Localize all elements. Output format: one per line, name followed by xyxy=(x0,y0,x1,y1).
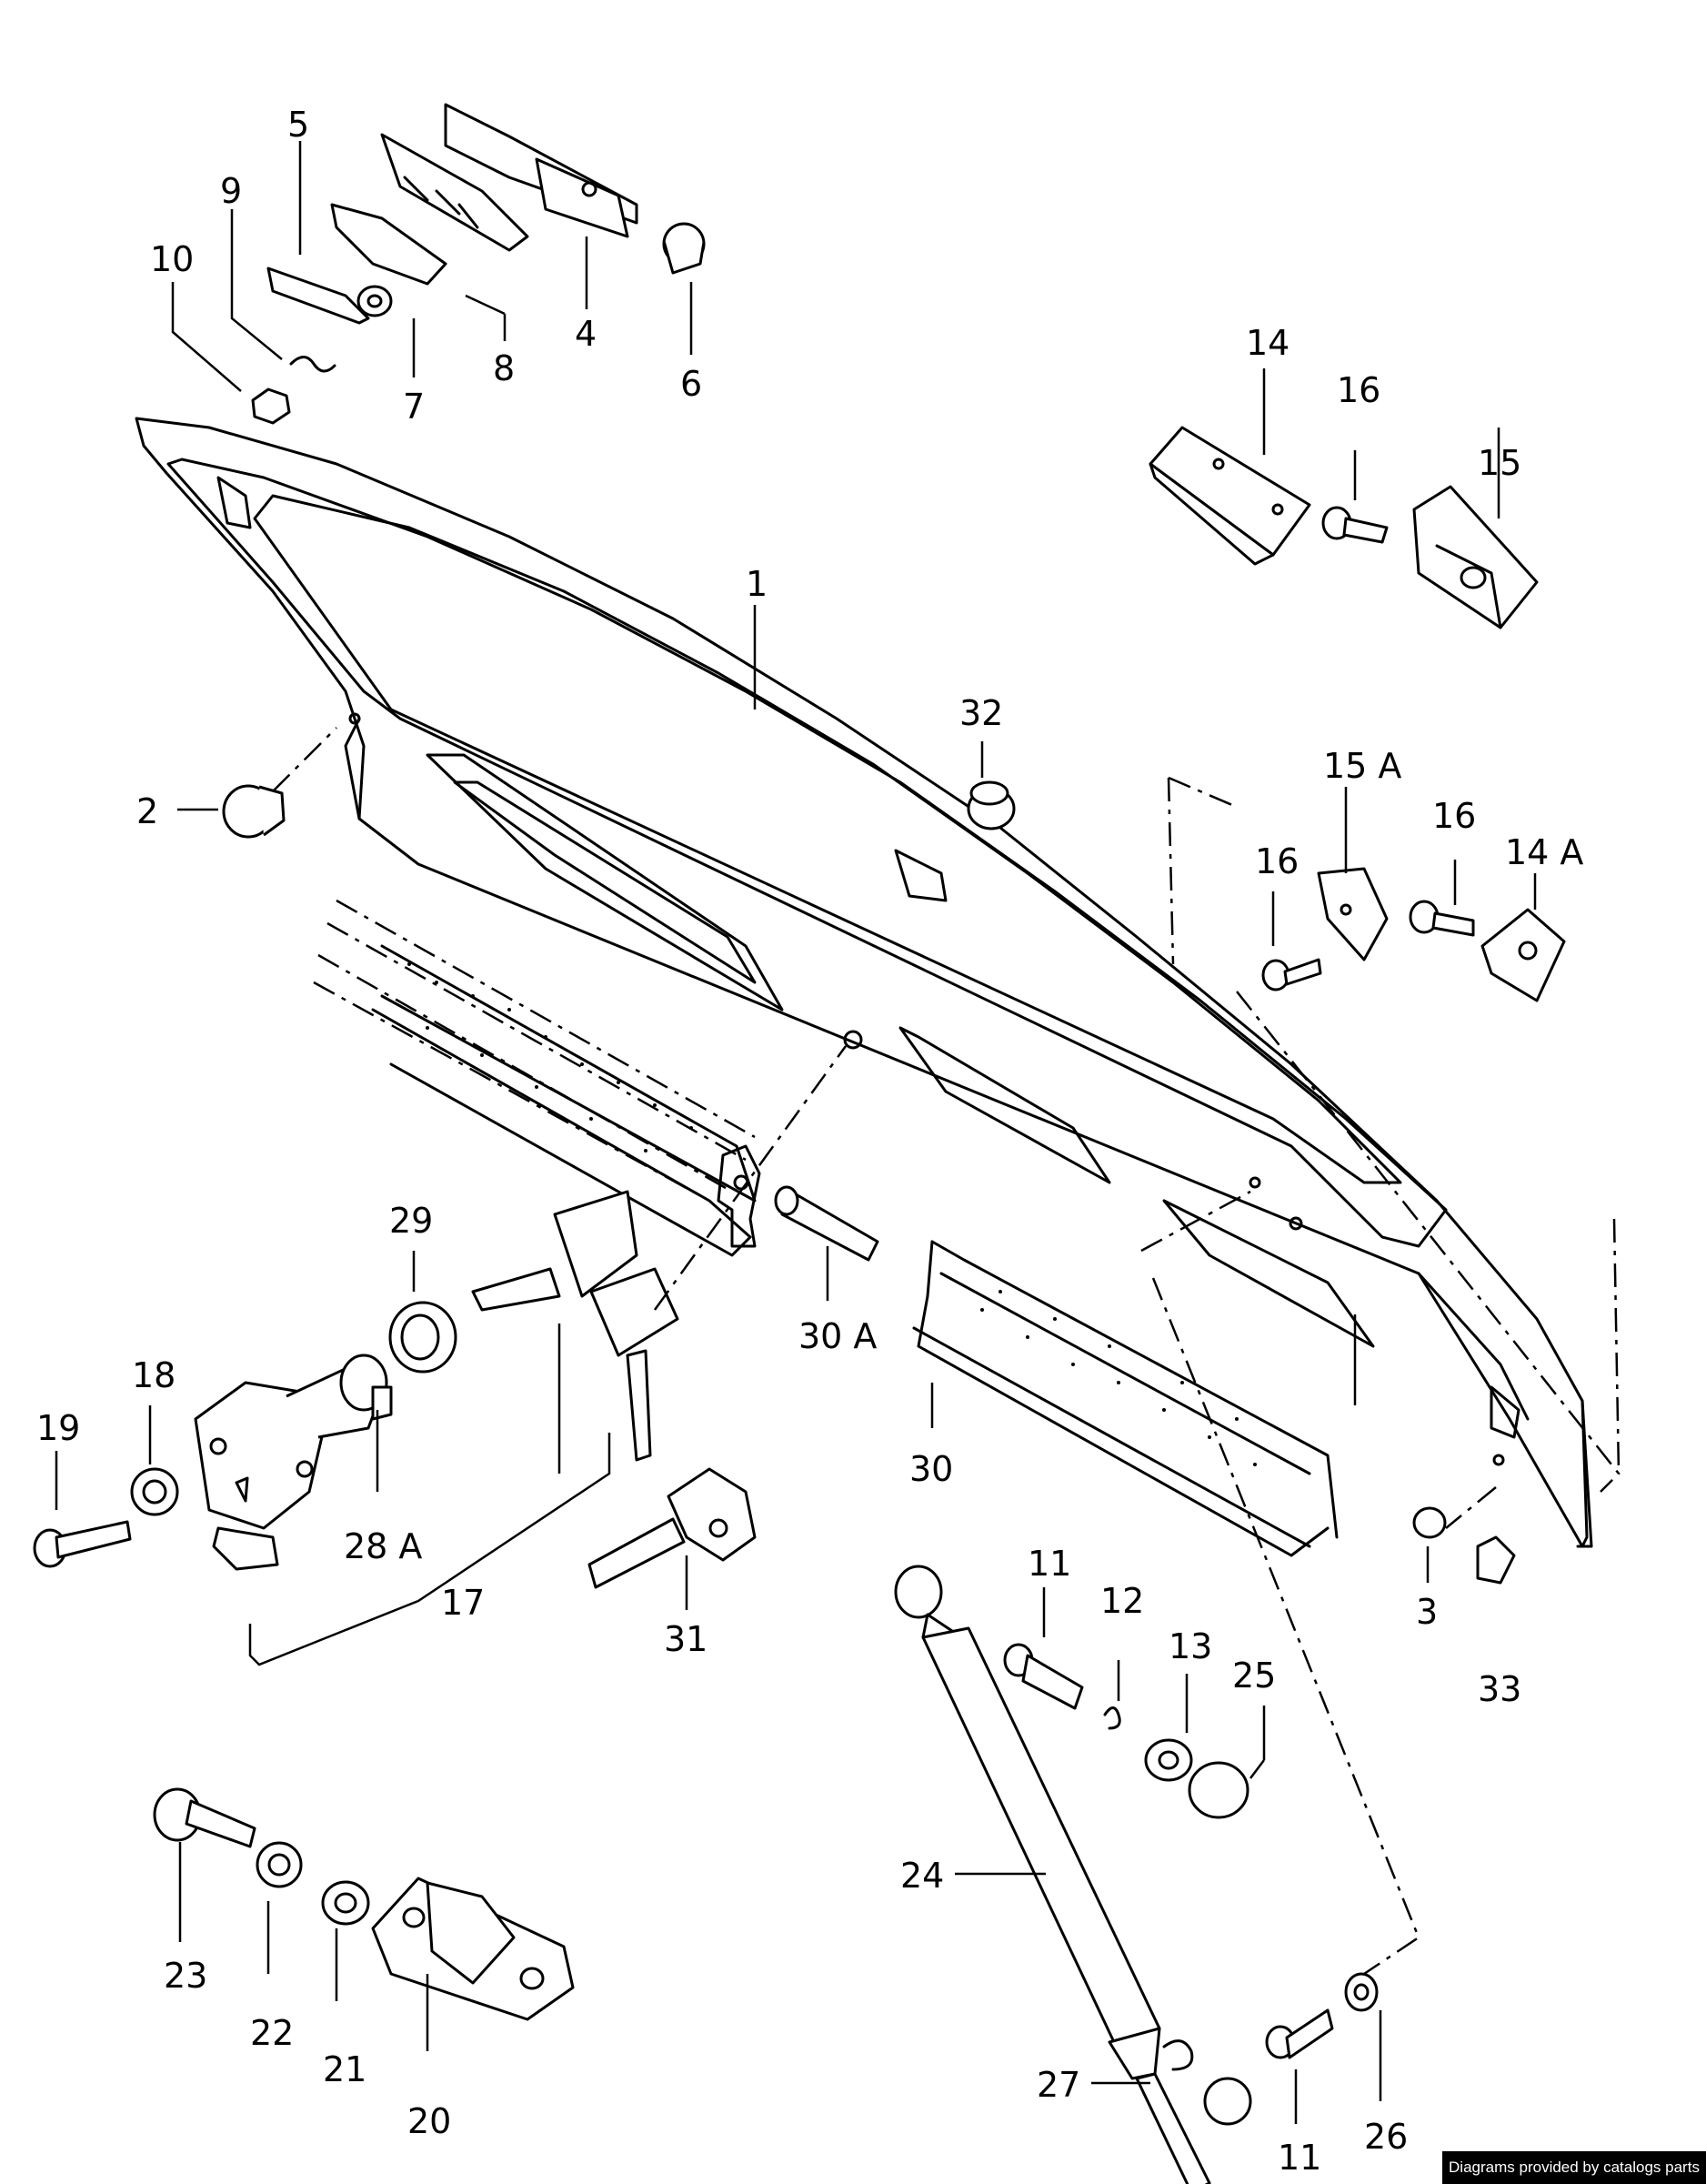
callout-2: 2 xyxy=(136,791,158,831)
callout-20: 20 xyxy=(407,2101,451,2141)
callout-5: 5 xyxy=(287,105,309,145)
callout-13: 13 xyxy=(1169,1626,1212,1666)
washer-7 xyxy=(356,285,393,317)
ball-stud-11-upper xyxy=(1003,1643,1084,1710)
callout-21: 21 xyxy=(323,2049,366,2089)
striker-20 xyxy=(371,1877,575,2021)
hinge-assembly xyxy=(380,103,638,252)
bolt-16-right xyxy=(1409,900,1475,937)
callout-labels: 1 2 3 4 5 6 7 8 9 10 11 11 12 13 14 14 A… xyxy=(36,105,1583,2178)
key-31 xyxy=(587,1467,757,1589)
plug-3 xyxy=(1412,1506,1447,1539)
bolt-19 xyxy=(33,1520,132,1568)
pin-30a xyxy=(774,1185,879,1262)
bolt-23 xyxy=(153,1787,256,1848)
callout-3: 3 xyxy=(1416,1592,1438,1632)
diagram-credit-badge: Diagrams provided by catalogs parts xyxy=(1442,2151,1706,2184)
callout-11-lower: 11 xyxy=(1278,2138,1321,2178)
callout-10: 10 xyxy=(150,239,194,279)
washer-13 xyxy=(1144,1738,1193,1782)
spring-washer-9 xyxy=(289,356,336,373)
clip-27 xyxy=(1162,2039,1194,2071)
callout-6: 6 xyxy=(680,364,702,404)
callout-16-right: 16 xyxy=(1432,796,1476,836)
bolt-16-top xyxy=(1321,506,1389,544)
callout-15a: 15 A xyxy=(1323,746,1401,786)
callout-14a: 14 A xyxy=(1505,832,1583,872)
tailgate-panel xyxy=(135,417,1593,1548)
lock-washer-22 xyxy=(256,1841,303,1888)
callout-14: 14 xyxy=(1246,323,1290,363)
callout-18: 18 xyxy=(132,1355,176,1395)
callout-8: 8 xyxy=(493,348,515,388)
callout-15: 15 xyxy=(1478,443,1521,483)
bumper-15a xyxy=(1317,867,1389,961)
callout-23: 23 xyxy=(164,1956,207,1996)
bracket-14 xyxy=(1149,426,1311,566)
gas-strut-24 xyxy=(894,1565,1252,2184)
bushing-25 xyxy=(1188,1761,1249,1819)
callout-32: 32 xyxy=(959,693,1003,733)
key-blank-small xyxy=(589,1267,679,1462)
plate-5 xyxy=(266,267,370,325)
hinge-pad-8 xyxy=(330,203,447,286)
callout-7: 7 xyxy=(403,387,425,427)
callout-17: 17 xyxy=(441,1583,485,1623)
callout-16-top: 16 xyxy=(1337,370,1380,410)
callout-22: 22 xyxy=(250,2013,294,2053)
washer-21 xyxy=(321,1880,370,1926)
callout-24: 24 xyxy=(900,1856,944,1896)
grommet-29 xyxy=(388,1301,457,1374)
seal-speckle-texture xyxy=(407,962,1257,1466)
callout-27: 27 xyxy=(1037,2065,1080,2105)
callout-33: 33 xyxy=(1478,1669,1521,1709)
seal-strip-right xyxy=(912,1240,1339,1557)
key-set-bracket xyxy=(248,1433,611,1666)
callout-19: 19 xyxy=(36,1408,80,1448)
callout-1: 1 xyxy=(746,564,768,604)
plug-32 xyxy=(967,780,1016,830)
washer-26 xyxy=(1344,1972,1379,2012)
bracket-14a-boundary xyxy=(1167,776,1233,965)
plug-2 xyxy=(222,784,286,839)
ball-stud-11-lower xyxy=(1265,2008,1334,2059)
key-blank-large xyxy=(471,1190,638,1312)
callout-4: 4 xyxy=(575,314,597,354)
callout-29: 29 xyxy=(389,1201,433,1241)
callout-30a: 30 A xyxy=(798,1316,877,1356)
lock-housing-17 xyxy=(194,1381,325,1571)
callout-30: 30 xyxy=(909,1449,953,1489)
callout-28a: 28 A xyxy=(344,1526,422,1566)
callout-9: 9 xyxy=(220,171,242,211)
bolt-16-left xyxy=(1261,958,1322,991)
callout-26: 26 xyxy=(1364,2117,1408,2157)
callout-31: 31 xyxy=(664,1619,707,1659)
washer-18 xyxy=(130,1467,179,1516)
callout-12: 12 xyxy=(1100,1581,1144,1621)
plug-33 xyxy=(1476,1535,1516,1585)
buffer-14a xyxy=(1480,908,1566,1002)
nut-10 xyxy=(251,387,291,425)
callout-11-upper: 11 xyxy=(1028,1544,1071,1584)
bumper-15 xyxy=(1412,485,1539,629)
clip-12 xyxy=(1103,1706,1121,1730)
assembly-guide-lines xyxy=(272,727,1621,1976)
callout-25: 25 xyxy=(1232,1656,1276,1696)
cap-6 xyxy=(662,222,706,275)
seal-strip-left xyxy=(313,899,761,1257)
leader-lines xyxy=(55,141,1537,2124)
callout-16-left: 16 xyxy=(1255,841,1299,881)
